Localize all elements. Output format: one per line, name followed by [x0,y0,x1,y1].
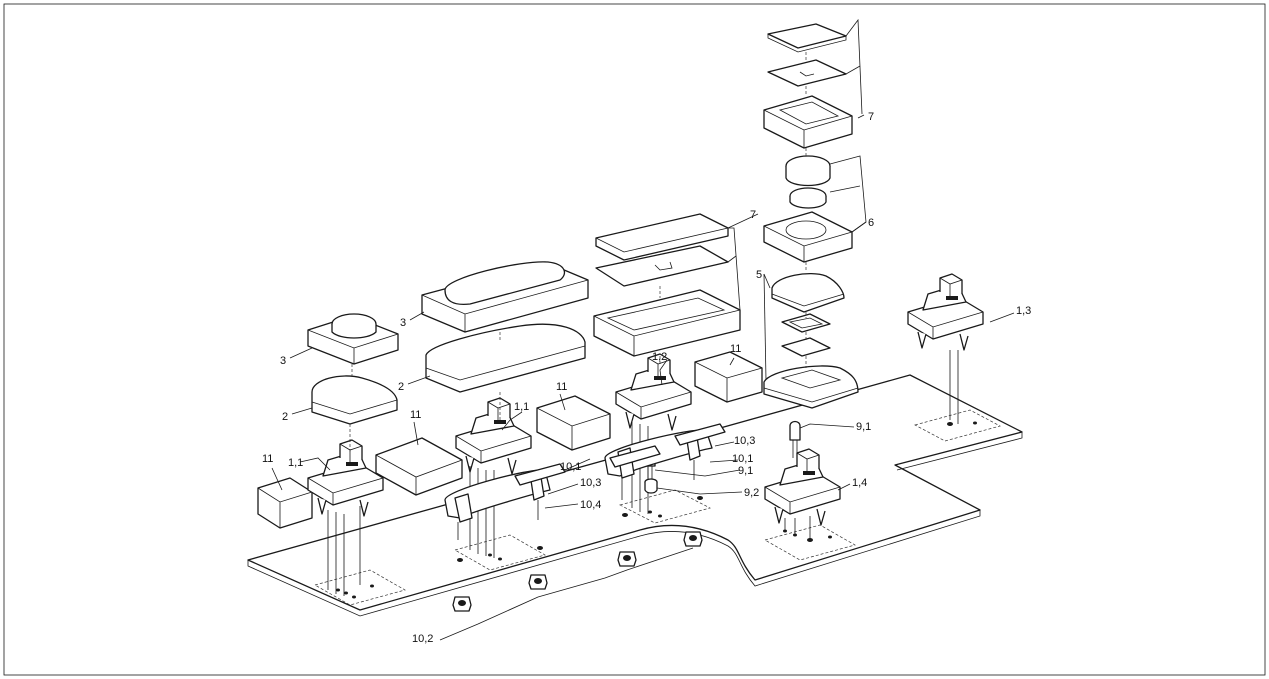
footprint-1 [314,569,406,606]
switch-module-1-3 [907,273,984,424]
label-10-2: 10,2 [412,633,433,645]
bracket-10-1-right [604,423,726,500]
label-1-3: 1,3 [1016,305,1031,317]
cap-5-base [763,365,859,409]
cap-base-6 [763,211,853,263]
footprint-4 [764,524,856,561]
key-cap-3-long [421,261,589,333]
label-10-3: 10,3 [734,435,755,447]
lens-cap-6 [785,155,831,209]
label-2: 2 [282,411,288,423]
cover-window-7-long [595,213,729,261]
block-11-c [536,395,611,451]
label-9-1: 9,1 [856,421,871,433]
label-2: 2 [398,381,404,393]
label-7: 7 [750,209,756,221]
label-11: 11 [262,453,273,465]
label-10-3: 10,3 [580,477,601,489]
cap-frame-7-long [593,289,741,357]
label-6: 6 [868,217,874,229]
label-3: 3 [400,317,406,329]
label-11: 11 [410,409,421,421]
nuts-10-2 [439,531,703,641]
switch-module-1-1-left [307,439,384,596]
block-11-a [257,477,313,529]
switch-module-1-4 [764,448,841,540]
label-9-1: 9,1 [738,465,753,477]
label-1-1: 1,1 [288,457,303,469]
label-insert-7-square [767,59,847,87]
label-11: 11 [556,381,567,393]
label-3: 3 [280,355,286,367]
key-cap-2-small [311,375,398,425]
footprint-5 [914,409,1001,442]
cover-window-7-square [767,23,847,53]
label-7: 7 [868,111,874,123]
block-11-b [375,437,463,496]
led-9-1-right [789,420,801,462]
drawing-frame [3,3,1266,676]
cap-5-insert [781,337,831,357]
label-5: 5 [756,269,762,281]
label-10-1: 10,1 [560,461,581,473]
led-holder-9-2 [644,478,658,494]
circuit-board [247,374,1023,617]
cap-frame-7-square [763,95,853,149]
block-11-d [694,351,763,403]
leader-lines [271,18,1015,509]
label-11: 11 [730,343,741,355]
label-10-1: 10,1 [732,453,753,465]
part-labels: 11 11 11 11 1,1 1,1 1,2 1,3 1,4 2 2 3 3 … [262,111,1031,645]
label-1-2: 1,2 [652,351,667,363]
label-1-1: 1,1 [514,401,529,413]
footprint-3 [619,489,711,524]
label-10-4: 10,4 [580,499,601,511]
footprint-2 [454,534,546,571]
label-9-2: 9,2 [744,487,759,499]
bracket-10-1-mid [444,463,566,540]
label-1-4: 1,4 [852,477,867,489]
key-cap-2-long [425,323,586,393]
cap-5-frame [781,313,831,333]
cap-5-top [771,273,845,313]
key-cap-3-small [307,313,399,365]
